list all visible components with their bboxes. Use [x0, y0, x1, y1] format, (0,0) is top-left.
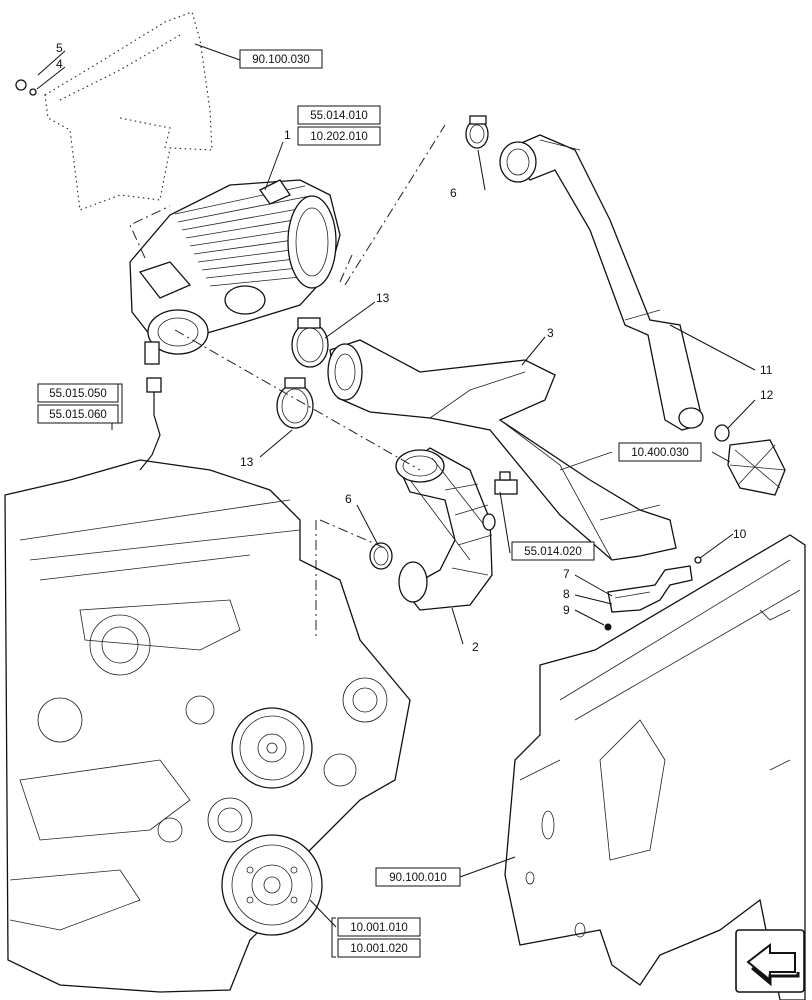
hose-clamp-6-lower	[369, 542, 393, 570]
hose-clamp-13-upper	[291, 317, 329, 368]
svg-text:90.100.010: 90.100.010	[389, 872, 447, 884]
callout-6-upper: 6	[450, 186, 457, 200]
callout-5: 5	[56, 41, 63, 55]
engine-block	[4, 459, 411, 993]
reference-55-015-050[interactable]: 55.015.050	[37, 383, 119, 403]
svg-text:55.015.060: 55.015.060	[49, 409, 107, 421]
svg-text:90.100.030: 90.100.030	[252, 54, 310, 66]
svg-text:10.400.030: 10.400.030	[631, 447, 689, 459]
elbow-pipe-2	[395, 447, 496, 611]
reference-10-202-010[interactable]: 10.202.010	[297, 126, 381, 146]
sensor-wire-55-015-050	[139, 377, 162, 471]
callout-1: 1	[284, 128, 291, 142]
pre-cleaner-10-400-030	[727, 439, 786, 496]
reference-10-001-020[interactable]: 10.001.020	[337, 938, 421, 958]
callout-11: 11	[760, 363, 773, 377]
cab-frame	[504, 534, 806, 1000]
pre-cleaner-pipe-11	[499, 134, 704, 431]
damper-pulley	[221, 834, 323, 936]
screw-5	[15, 79, 37, 96]
callout-9: 9	[563, 603, 570, 617]
ref-bracket	[118, 383, 123, 424]
callout-6-lower: 6	[345, 492, 352, 506]
svg-text:55.014.020: 55.014.020	[524, 546, 582, 558]
callout-4: 4	[56, 57, 63, 71]
reference-55-014-020[interactable]: 55.014.020	[511, 541, 595, 561]
callout-7: 7	[563, 567, 570, 581]
ref-bracket-bottom	[331, 917, 336, 958]
air-filter-assembly	[129, 179, 341, 365]
callout-3: 3	[547, 326, 554, 340]
reference-55-014-010[interactable]: 55.014.010	[297, 105, 381, 125]
callout-13-lower: 13	[240, 455, 254, 469]
assembly-lines	[129, 124, 446, 640]
svg-text:10.001.020: 10.001.020	[350, 943, 408, 955]
mounting-bracket-dotted	[44, 11, 213, 211]
crankshaft-pulley	[231, 707, 313, 789]
callout-2: 2	[472, 640, 479, 654]
intake-hose-3	[327, 339, 677, 561]
clamp-12	[714, 424, 730, 442]
hose-clamp-13-lower	[276, 377, 314, 429]
svg-text:55.014.010: 55.014.010	[310, 110, 368, 122]
reference-55-015-060[interactable]: 55.015.060	[37, 404, 119, 424]
callouts: 5 4 1 6 13 3 11 12 13 6 10 7 8 9 2	[56, 41, 774, 654]
sensor-55-014-020	[494, 471, 518, 495]
reference-90-100-030[interactable]: 90.100.030	[239, 49, 323, 69]
leader-lines	[36, 43, 756, 928]
screw-10	[694, 556, 702, 564]
hose-clamp-6-upper	[465, 115, 489, 149]
reference-90-100-010[interactable]: 90.100.010	[375, 867, 461, 887]
svg-text:55.015.050: 55.015.050	[49, 388, 107, 400]
next-page-arrow-icon[interactable]	[735, 929, 805, 993]
callout-12: 12	[760, 388, 774, 402]
nut-9	[604, 623, 612, 631]
callout-13-upper: 13	[376, 291, 390, 305]
callout-10: 10	[733, 527, 747, 541]
reference-10-400-030[interactable]: 10.400.030	[618, 442, 702, 462]
reference-10-001-010[interactable]: 10.001.010	[337, 917, 421, 937]
svg-text:10.001.010: 10.001.010	[350, 922, 408, 934]
support-bracket-7	[607, 565, 693, 613]
callout-8: 8	[563, 587, 570, 601]
svg-text:10.202.010: 10.202.010	[310, 131, 368, 143]
